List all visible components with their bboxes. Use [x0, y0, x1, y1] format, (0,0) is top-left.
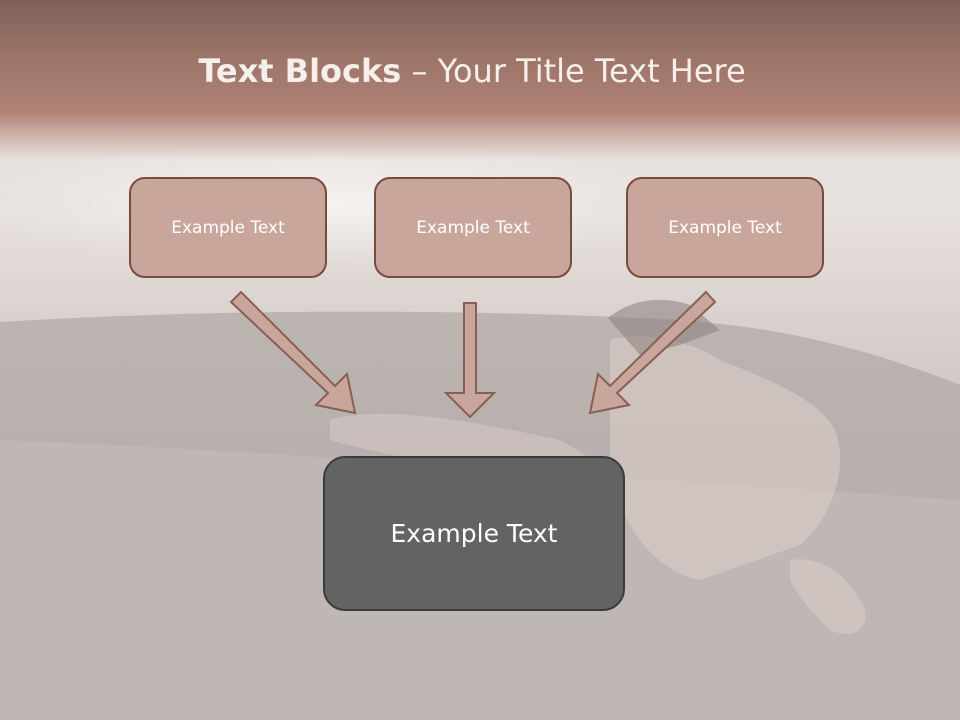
figure-torso	[610, 336, 841, 580]
slide-title: Text Blocks – Your Title Text Here	[0, 52, 944, 90]
arrow-center	[443, 302, 497, 419]
figure-hand	[790, 559, 866, 634]
text-block-2[interactable]: Example Text	[374, 177, 572, 278]
title-separator: –	[401, 52, 438, 90]
title-bold: Text Blocks	[198, 52, 402, 90]
title-rest: Your Title Text Here	[437, 52, 746, 90]
text-block-3[interactable]: Example Text	[626, 177, 824, 278]
arrow-left	[229, 290, 357, 415]
text-block-1[interactable]: Example Text	[129, 177, 327, 278]
title-bar	[0, 0, 960, 160]
main-text-block[interactable]: Example Text	[323, 456, 625, 611]
arrow-right	[588, 290, 717, 415]
